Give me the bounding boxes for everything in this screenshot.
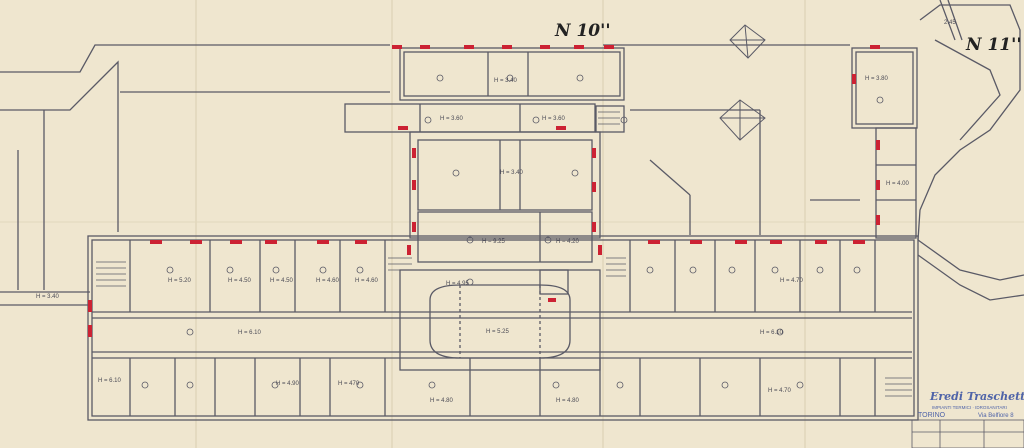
height-label: H = 4.50: [270, 278, 294, 284]
height-label: H = 4.80: [430, 398, 454, 404]
height-label: H = 6.10: [238, 330, 262, 336]
height-label: H = 4.60: [355, 278, 379, 284]
height-label: H = 470: [338, 381, 360, 387]
height-label: H = 4.70: [768, 388, 792, 394]
height-label: H = 3.60: [542, 116, 566, 122]
height-annotations: H = 3.40 H = 3.40 H = 3.80 H = 3.60 H = …: [36, 76, 910, 404]
height-label: H = 4.00: [886, 181, 910, 187]
dimension-label: 2.45: [944, 20, 956, 26]
stamp-address: Via Belfiore 8: [978, 413, 1014, 419]
stamp-subtitle: IMPIANTI TERMICI · IDROSANITARI: [932, 405, 1007, 410]
height-label: H = 9.25: [482, 239, 506, 245]
height-label: H = 5.20: [168, 278, 192, 284]
title-block: [911, 419, 1024, 448]
fixture-symbols: [141, 74, 884, 389]
height-label: H = 3.80: [865, 76, 889, 82]
height-label: H = 3.40: [36, 294, 60, 300]
height-label: H = 4.60: [316, 278, 340, 284]
company-stamp: Eredi Traschetti IMPIANTI TERMICI · IDRO…: [918, 390, 1024, 419]
height-label: H = 4.20: [556, 239, 580, 245]
height-label: H = 3.60: [440, 116, 464, 122]
sheet-label-n11: N 11'': [965, 35, 1022, 55]
stamp-city: TORINO: [918, 412, 946, 419]
height-label: H = 6.10: [760, 330, 784, 336]
stairs: [96, 111, 912, 397]
height-label: H = 6.10: [98, 378, 122, 384]
height-label: H = 3.40: [494, 78, 518, 84]
height-label: H = 4.90: [276, 381, 300, 387]
sheet-label-n10: N 10'': [554, 21, 611, 41]
radiator-marks: [88, 45, 880, 337]
stamp-firm-name: Eredi Traschetti: [929, 390, 1024, 403]
height-label: H = 4.80: [556, 398, 580, 404]
wall-outlines: [0, 0, 1024, 421]
skylight-symbols: [719, 24, 766, 141]
height-label: H = 5.25: [486, 329, 510, 335]
height-label: H = 4.50: [228, 278, 252, 284]
height-label: H = 3.40: [500, 170, 524, 176]
height-label: H = 4.95: [446, 281, 470, 287]
height-label: H = 4.70: [780, 278, 804, 284]
